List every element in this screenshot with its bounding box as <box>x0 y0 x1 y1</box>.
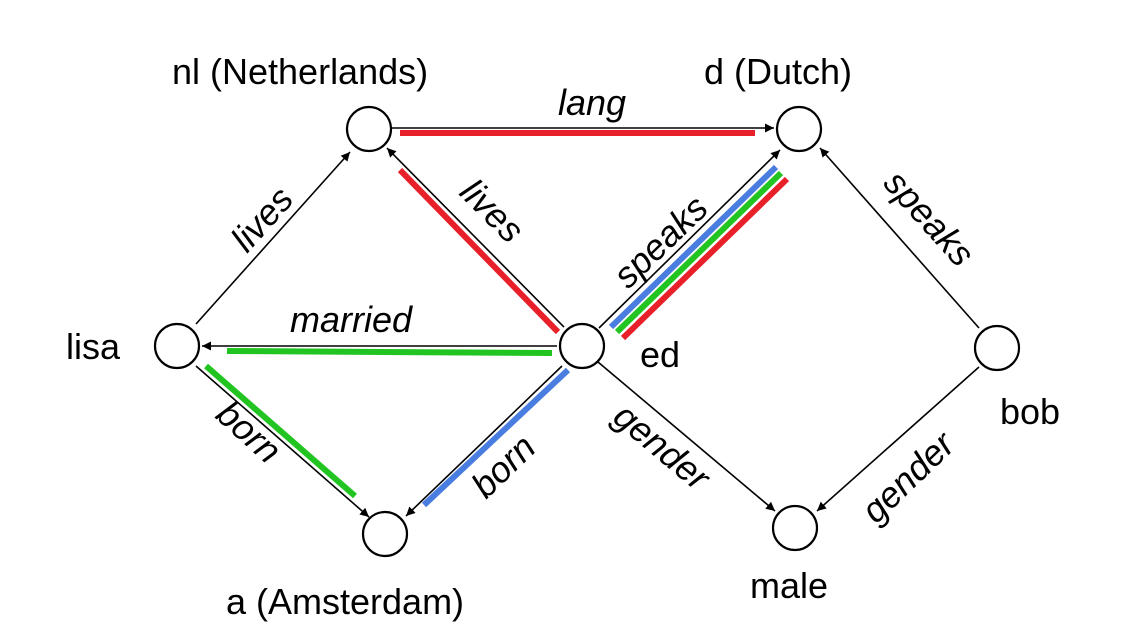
node-lisa <box>153 322 201 370</box>
node-label-bob: bob <box>1000 391 1060 432</box>
edge-label-ed-born-a: born <box>463 426 543 506</box>
edge-label-ed-married-lisa: married <box>290 299 413 340</box>
node-nl <box>345 105 393 153</box>
edge-label-bob-gender-male: gender <box>853 422 964 531</box>
highlight-green-ed-speaks-d <box>614 170 784 335</box>
edge-ed-gender-male <box>597 361 776 512</box>
edges <box>195 123 980 518</box>
node-label-nl: nl (Netherlands) <box>172 51 428 92</box>
highlight-green-lisa-born-a <box>204 363 357 499</box>
edge-bob-speaks-d <box>819 147 980 329</box>
highlight-blue-ed-born-a <box>421 367 571 508</box>
edge-label-lisa-lives-nl: lives <box>222 178 301 259</box>
node-label-lisa: lisa <box>66 326 121 367</box>
node-label-d: d (Dutch) <box>704 51 852 92</box>
edge-lisa-born-a <box>195 365 370 518</box>
edge-label-lisa-born-a: born <box>209 392 290 471</box>
nodes <box>153 105 1021 558</box>
edge-label-ed-gender-male: gender <box>606 395 720 500</box>
highlight-red-ed-lives-nl <box>397 167 561 335</box>
highlight-paths <box>204 130 790 508</box>
node-labels: nl (Netherlands) d (Dutch) lisa ed bob a… <box>66 51 1060 622</box>
edge-label-nl-lang-d: lang <box>558 82 626 123</box>
edge-lisa-lives-nl <box>195 151 351 325</box>
highlight-blue-ed-speaks-d <box>608 164 779 330</box>
node-label-ed: ed <box>640 334 680 375</box>
node-bob <box>973 324 1021 372</box>
highlight-red-ed-speaks-d <box>620 176 790 341</box>
edge-ed-lives-nl <box>386 147 565 328</box>
edge-bob-gender-male <box>816 366 980 512</box>
node-ed <box>558 322 606 370</box>
edge-label-bob-speaks-d: speaks <box>876 162 983 274</box>
edge-labels: lives lang lives speaks speaks married b… <box>209 82 983 531</box>
node-d <box>775 105 823 153</box>
highlight-green-ed-married-lisa <box>226 348 553 356</box>
edge-ed-born-a <box>405 365 563 517</box>
node-a <box>361 510 409 558</box>
edge-ed-speaks-d <box>598 149 781 329</box>
node-label-a: a (Amsterdam) <box>226 581 464 622</box>
node-male <box>771 504 819 552</box>
node-label-male: male <box>750 565 828 606</box>
